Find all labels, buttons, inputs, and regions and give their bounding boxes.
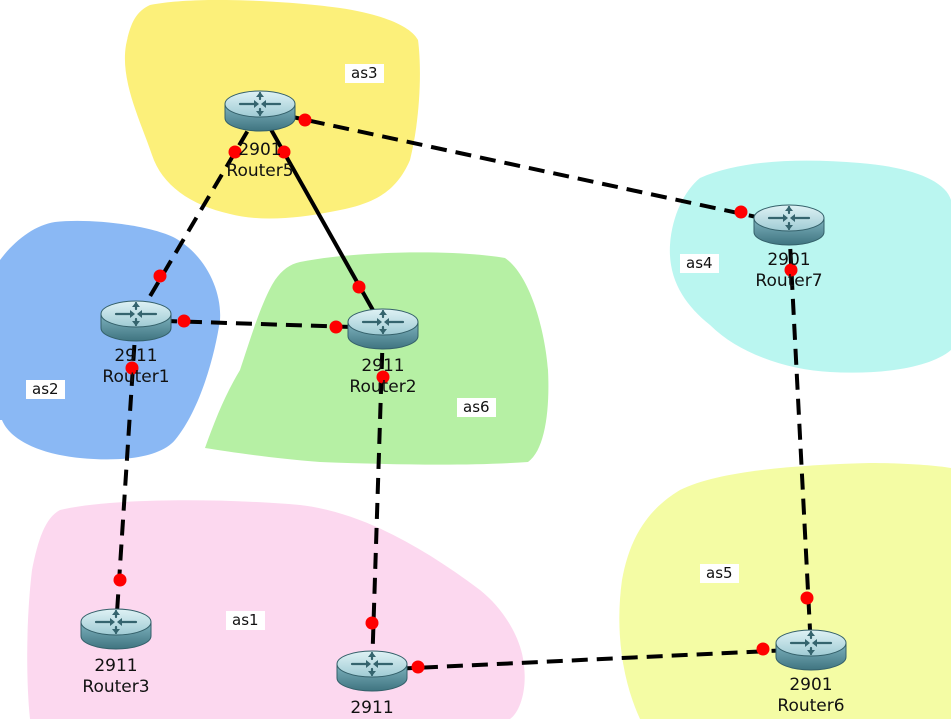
router5-model: 2901 [238, 140, 282, 160]
router1-label: 2911 Router1 [102, 346, 169, 388]
router2-name: Router2 [349, 377, 417, 397]
router7-name: Router7 [755, 271, 823, 291]
port-link6-a [376, 370, 390, 384]
router4-model: 2911 [350, 698, 394, 718]
port-link6-b [365, 616, 379, 630]
port-link3-a [277, 145, 291, 159]
router5-icon[interactable] [224, 89, 296, 132]
port-link2-a [228, 145, 242, 159]
router3-label: 2911 Router3 [82, 656, 149, 698]
router6-label: 2901 Router6 [777, 675, 844, 717]
port-link8-a [784, 263, 798, 277]
router1-model: 2911 [114, 346, 158, 366]
router5-label: 2901 Router5 [226, 140, 293, 182]
link-router5-router7[interactable] [259, 108, 790, 226]
port-link7-a [411, 660, 425, 674]
router3-icon[interactable] [80, 607, 152, 650]
router2-model: 2911 [361, 356, 405, 376]
port-link2-b [153, 269, 167, 283]
router3-model: 2911 [94, 656, 138, 676]
port-link4-b [329, 320, 343, 334]
link-router5-router1[interactable] [134, 108, 262, 322]
router1-name: Router1 [102, 367, 170, 387]
router6-model: 2901 [789, 675, 833, 695]
port-link1-b [734, 205, 748, 219]
port-link5-b [113, 573, 127, 587]
area-label-as3: as3 [345, 64, 384, 83]
router1-icon[interactable] [100, 299, 172, 342]
link-router7-router6[interactable] [787, 223, 813, 650]
port-link5-a [125, 361, 139, 375]
router3-name: Router3 [82, 677, 150, 697]
port-link3-b [352, 280, 366, 294]
router2-icon[interactable] [347, 307, 419, 350]
router4-icon[interactable] [336, 649, 408, 692]
router2-label: 2911 Router2 [349, 356, 416, 398]
area-label-as4: as4 [680, 254, 719, 273]
port-link1-a [298, 113, 312, 127]
area-label-as5: as5 [700, 564, 739, 583]
router7-icon[interactable] [753, 203, 825, 246]
router6-icon[interactable] [775, 628, 847, 671]
router4-label: 2911 [350, 698, 393, 719]
area-label-as2: as2 [26, 380, 65, 399]
port-link7-b [756, 642, 770, 656]
area-as2 [0, 220, 221, 460]
port-link8-b [800, 591, 814, 605]
router6-name: Router6 [777, 696, 845, 716]
router7-model: 2901 [767, 250, 811, 270]
port-link4-a [177, 314, 191, 328]
area-label-as1: as1 [226, 611, 265, 630]
router7-label: 2901 Router7 [755, 250, 822, 292]
area-label-as6: as6 [457, 398, 496, 417]
router5-name: Router5 [226, 161, 294, 181]
link-router2-router4[interactable] [370, 327, 385, 671]
